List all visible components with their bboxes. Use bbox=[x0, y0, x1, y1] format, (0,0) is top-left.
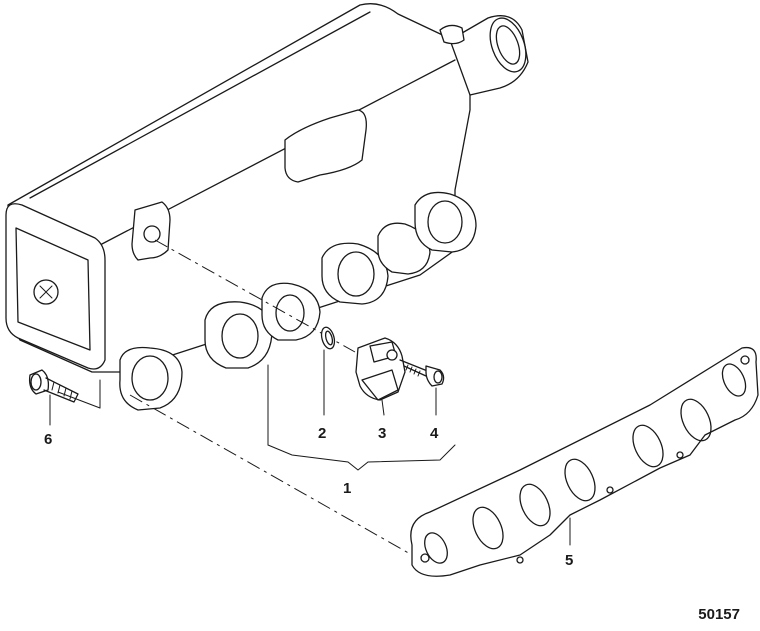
manifold-port-flanges bbox=[119, 191, 477, 411]
callout-6: 6 bbox=[44, 431, 53, 448]
bolt bbox=[28, 369, 79, 403]
callout-1: 1 bbox=[343, 480, 352, 497]
o-ring bbox=[320, 326, 336, 350]
exhaust-manifold bbox=[5, 3, 529, 411]
callout-2: 2 bbox=[318, 425, 327, 442]
figure-number: 50157 bbox=[698, 606, 740, 623]
leader-lines bbox=[49, 349, 571, 546]
callout-3: 3 bbox=[378, 425, 387, 442]
callout-5: 5 bbox=[565, 552, 574, 569]
screw bbox=[399, 359, 445, 387]
exhaust-gasket bbox=[410, 346, 759, 577]
callout-4: 4 bbox=[430, 425, 439, 442]
sensor bbox=[355, 337, 406, 401]
manifold-hump bbox=[284, 109, 367, 183]
